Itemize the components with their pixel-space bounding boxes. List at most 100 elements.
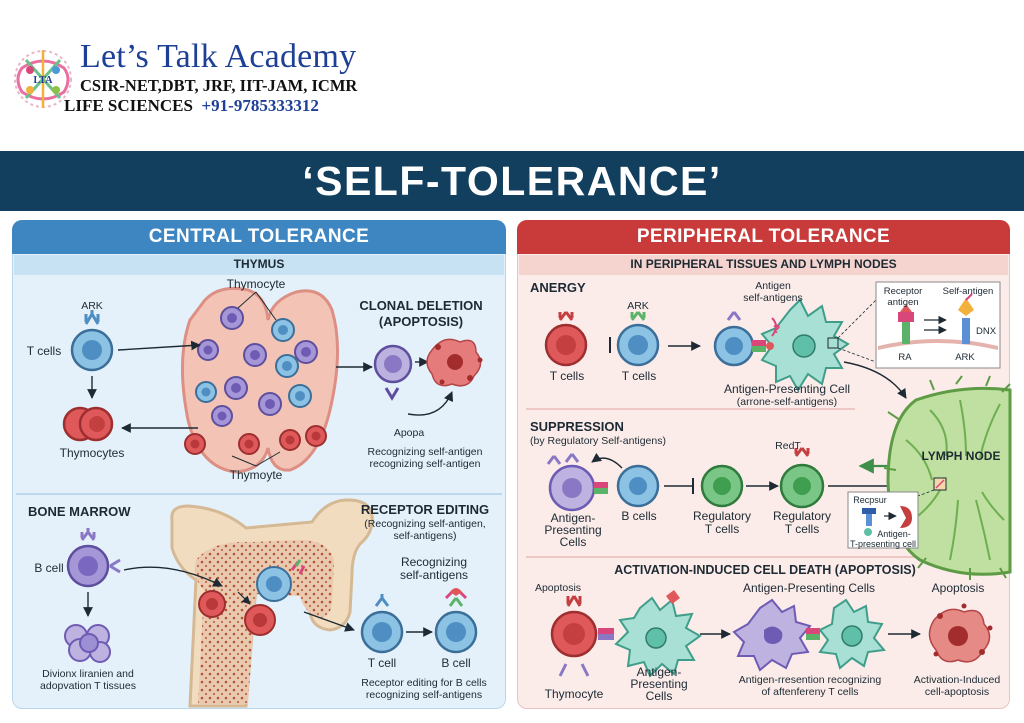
aicd-apc-top: Antigen-Presenting Cells (742, 581, 876, 595)
suppression-reg-1a: Regulatory (692, 509, 752, 523)
suppression-reg-2a: Regulatory (772, 509, 832, 523)
suppression-apc-1: Antigen- (550, 511, 596, 525)
peripheral-tolerance-header (517, 220, 1010, 254)
aicd-apoptosis-left: Apoptosis (534, 582, 582, 594)
central-tolerance-header (12, 220, 506, 254)
academy-name: Let’s Talk Academy (80, 38, 357, 75)
inset-self-antigen: Self-antigen (942, 286, 994, 297)
thymus-strip (14, 255, 504, 275)
peripheral-sub-label: IN PERIPHERAL TISSUES AND LYMPH NODES (630, 257, 897, 271)
receptor-editing-title: RECEPTOR EDITING (360, 502, 490, 517)
recognizing-label-1: Recognizing (400, 555, 468, 569)
suppression-label: SUPPRESSION (530, 419, 624, 434)
division-label-2: adopvation T tissues (40, 680, 136, 692)
aicd-presentation-2: of aftenfereny T cells (761, 686, 859, 698)
suppression-reg-1b: T cells (704, 522, 740, 536)
aicd-thymocyte (550, 595, 614, 677)
thymocyte-top-label: Thymocyte (226, 277, 286, 291)
central-tolerance-title: CENTRAL TOLERANCE (148, 226, 370, 247)
suppression-apc-2: Presenting (544, 523, 602, 537)
t-cell-ark (70, 310, 114, 372)
b-cell-label-editing: B cell (441, 656, 471, 670)
aicd-label: ACTIVATION-INDUCED CELL DEATH (APOPTOSIS… (614, 563, 916, 577)
aicd-apc-1: Antigen- (636, 665, 682, 679)
ark-label-thymus: ARK (81, 300, 103, 312)
apoptotic-cell (426, 338, 483, 387)
aicd-apc (614, 590, 702, 678)
inset-ark: ARK (955, 352, 975, 363)
anergy-t-cells-2: T cells (621, 369, 657, 383)
anergy-t-cells-1: T cells (549, 369, 585, 383)
aicd-thymocyte-label: Thymocyte (544, 687, 604, 701)
svg-text:?: ? (773, 322, 780, 336)
editing-note-1: Receptor editing for B cells (361, 677, 487, 689)
anergy-label: ANERGY (530, 280, 586, 295)
anergy-apc-complex: ? (713, 298, 850, 392)
life-sciences-line: LIFE SCIENCES +91-9785333312 (64, 96, 319, 116)
regulatory-t-cell-2 (779, 447, 825, 509)
anergy-t-cell-red (544, 311, 588, 367)
anergy-apc-label-1: Antigen-Presenting Cell (723, 382, 851, 396)
suppression-inset-3: T-presenting cell (849, 539, 917, 549)
svg-text:LTA: LTA (34, 75, 54, 86)
aicd-apoptotic-cell (928, 603, 993, 663)
aicd-presentation-1: Antigen-rresention recognizing (738, 674, 882, 686)
aicd-activation-1: Activation-Induced (913, 674, 1001, 686)
inset-dnx: DNX (975, 326, 997, 337)
life-sciences-label: LIFE SCIENCES (64, 96, 193, 115)
editing-note-2: recognizing self-antigens (365, 689, 483, 701)
marrow-cells (198, 559, 306, 636)
suppression-b-cells: B cells (621, 509, 657, 523)
thymus-label: THYMUS (233, 257, 285, 271)
division-label-1: Divionx liranien and (42, 668, 134, 680)
b-cell-edited (434, 588, 478, 654)
t-cells-label-thymus: T cells (26, 344, 62, 358)
thymus-cells (184, 306, 327, 455)
phone-number: +91-9785333312 (201, 96, 319, 115)
peripheral-tolerance-title: PERIPHERAL TOLERANCE (636, 226, 891, 247)
suppression-reg-2b: T cells (784, 522, 820, 536)
anergy-antigen-1: Antigen (755, 280, 791, 292)
peripheral-sub-strip (519, 255, 1008, 275)
anergy-t-cell-blue (616, 311, 660, 367)
suppression-inset (847, 491, 919, 549)
aicd-complex (732, 598, 886, 672)
bone (170, 498, 374, 708)
apopa-label: Apopa (393, 427, 425, 439)
inset-receptor-2: antigen (887, 297, 919, 308)
clonal-recognizing-2: recognizing self-antigen (369, 458, 481, 470)
thymocytes-label: Thymocytes (59, 446, 125, 460)
clonal-recognizing-1: Recognizing self-antigen (367, 446, 483, 458)
suppression-apc (546, 453, 608, 512)
page-title: ‘SELF-TOLERANCE’ (302, 158, 722, 204)
academy-logo: LTA (14, 50, 72, 108)
receptor-editing-sub-2: self-antigens) (393, 530, 457, 542)
lymph-node-label: LYMPH NODE (921, 449, 1001, 463)
suppression-apc-3: Cells (559, 535, 587, 549)
exam-list: CSIR-NET,DBT, JRF, IIT-JAM, ICMR (80, 76, 358, 95)
deleting-t-cell (373, 344, 413, 401)
b-cell-left (66, 528, 121, 588)
thymocyte-pair (62, 406, 114, 442)
b-cell-label-left: B cell (34, 561, 64, 575)
dividing-cells (64, 624, 111, 663)
aicd-apc-2: Presenting (630, 677, 688, 691)
clonal-deletion-title: CLONAL DELETION (359, 298, 483, 313)
t-cell-edited (360, 594, 404, 654)
thymocyte-bottom-label: Thymoyte (229, 468, 283, 482)
anergy-inset (875, 281, 1001, 369)
suppression-inset-1: Recpsur (853, 495, 887, 505)
suppression-b-cell (616, 464, 660, 508)
suppression-sub: (by Regulatory Self-antigens) (530, 435, 666, 447)
suppression-reg-top: RedT (775, 440, 801, 452)
anergy-antigen-2: self-antigens (743, 292, 803, 304)
clonal-deletion-apoptosis: (APOPTOSIS) (378, 314, 464, 329)
suppression-inset-2: Antigen- (877, 529, 911, 539)
title-banner (0, 151, 1024, 211)
regulatory-t-cell-1 (700, 464, 744, 508)
aicd-apoptosis-right: Apoptosis (931, 581, 985, 595)
inset-receptor-1: Receptor (883, 286, 923, 297)
receptor-editing-sub-1: (Recognizing self-antigen, (364, 518, 486, 530)
t-cell-label-editing: T cell (367, 656, 397, 670)
